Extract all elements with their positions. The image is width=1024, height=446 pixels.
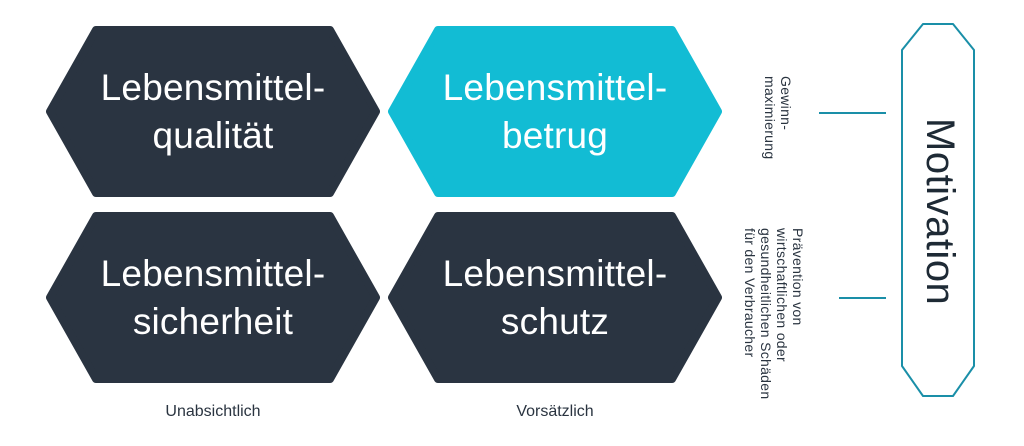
hexagon-label: Lebensmittel- sicherheit — [46, 212, 380, 383]
motivation-lower-annotation: Prävention von wirtschaftlichen oder ges… — [742, 228, 806, 408]
hexagon-label-line2: sicherheit — [132, 300, 294, 342]
axis-label-intentional: Vorsätzlich — [516, 403, 594, 420]
annotation-line: für den Verbraucher — [742, 228, 758, 358]
motivation-bracket-outline — [901, 23, 975, 397]
hexagon-shape — [46, 212, 380, 383]
hexagon-food-fraud: Lebensmittel- betrug — [388, 26, 722, 197]
annotation-line: Prävention von — [790, 228, 806, 326]
annotation-line: wirtschaftlichen oder — [774, 228, 790, 362]
hexagon-food-safety: Lebensmittel- sicherheit — [46, 212, 380, 383]
hexagon-label-line1: Lebensmittel- — [100, 66, 326, 108]
connector-line-lower — [839, 297, 886, 299]
hexagon-label: Lebensmittel- betrug — [388, 26, 722, 197]
hexagon-food-quality: Lebensmittel- qualität — [46, 26, 380, 197]
hexagon-shape — [388, 212, 722, 383]
hexagon-label-line2: qualität — [152, 114, 274, 156]
hexagon-label-line1: Lebensmittel- — [442, 66, 668, 108]
hexagon-label-line1: Lebensmittel- — [442, 252, 668, 294]
hexagon-food-defense: Lebensmittel- schutz — [388, 212, 722, 383]
hexagon-label-line2: betrug — [501, 114, 609, 156]
hexagon-label-line1: Lebensmittel- — [100, 252, 326, 294]
hexagon-shape — [46, 26, 380, 197]
motivation-title: Motivation — [918, 118, 962, 306]
annotation-line: Gewinn- — [778, 76, 794, 131]
connector-line-upper — [819, 112, 886, 114]
hexagon-label-line2: schutz — [500, 300, 610, 342]
motivation-bracket-shape — [901, 23, 975, 397]
hexagon-label: Lebensmittel- qualität — [46, 26, 380, 197]
annotation-line: maximierung — [762, 76, 778, 160]
hexagon-label: Lebensmittel- schutz — [388, 212, 722, 383]
annotation-line: gesundheitlichen Schäden — [758, 228, 774, 400]
axis-label-unintentional: Unabsichtlich — [165, 403, 261, 420]
hexagon-shape — [388, 26, 722, 197]
motivation-upper-annotation: Gewinn- maximierung — [762, 76, 794, 196]
